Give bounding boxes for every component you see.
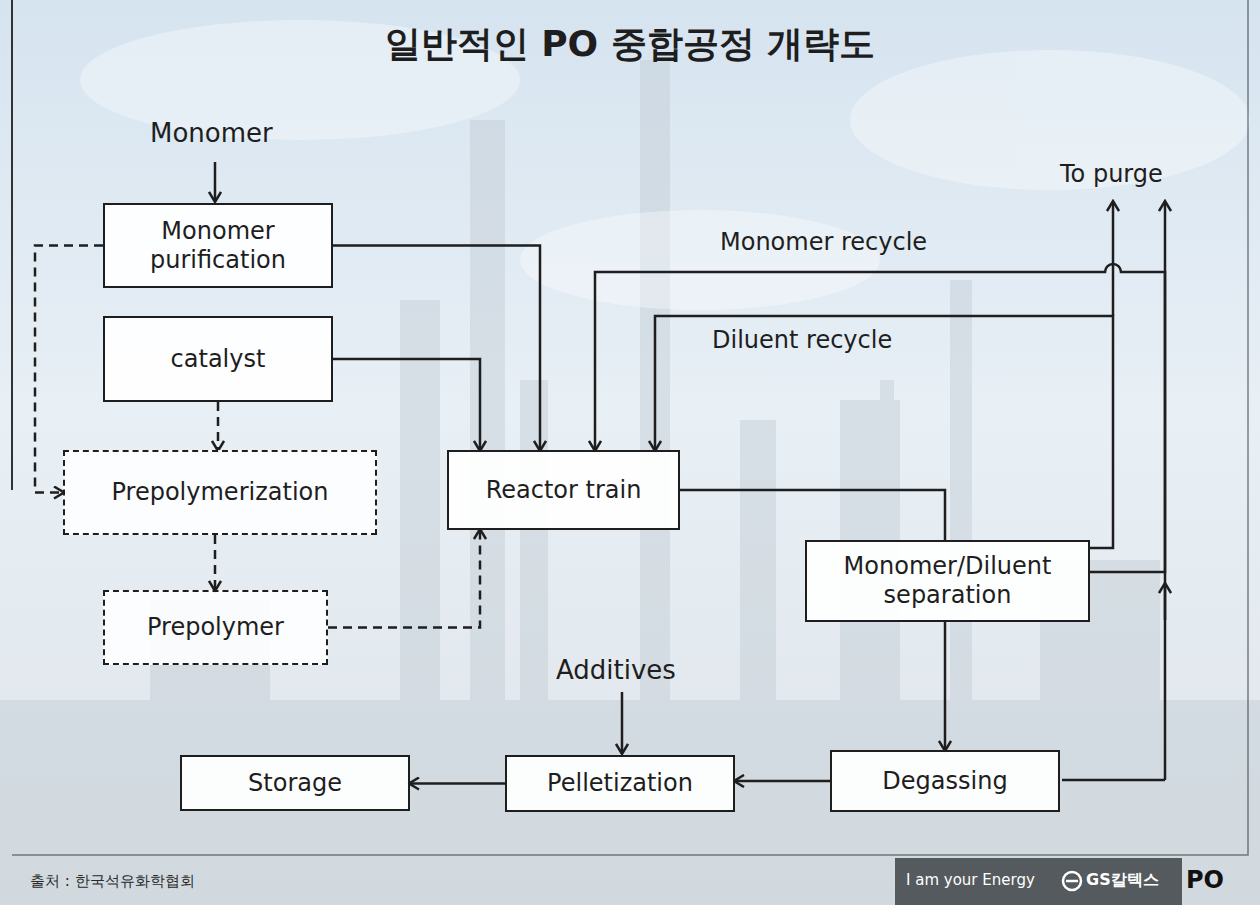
process-box: Storage [180, 755, 410, 811]
optional-process-box: Prepolymerization [63, 450, 377, 535]
box-text: Storage [248, 769, 342, 798]
watermark-text: PO [1186, 866, 1224, 895]
recycle-label: Monomer recycle [720, 228, 927, 257]
box-text: Degassing [882, 767, 1007, 796]
flow-arrow [333, 359, 480, 450]
process-box: Degassing [830, 750, 1060, 812]
separation-box: Monomer/Diluent separation [805, 540, 1090, 622]
recycle-label: Diluent recycle [712, 326, 892, 355]
flow-arrow [944, 622, 947, 750]
input-label: Monomer [150, 118, 273, 149]
box-text: catalyst [171, 345, 266, 374]
box-text: Prepolymer [147, 613, 284, 642]
box-text: Reactor train [486, 476, 642, 505]
flow-arrow [680, 490, 945, 540]
optional-flow-arrow [214, 535, 217, 590]
reactor-box: Reactor train [447, 450, 680, 530]
source-caption: 출처 : 한국석유화학협회 [30, 872, 195, 890]
input-label: Additives [556, 655, 676, 686]
flow-arrow [655, 316, 1113, 548]
flow-arrow [735, 780, 830, 783]
flow-arrow [595, 264, 1165, 572]
optional-flow-arrow [328, 530, 480, 628]
flow-arrow [410, 782, 505, 785]
box-text: Pelletization [547, 769, 693, 798]
watermark-logo: GS칼텍스 [1086, 870, 1159, 889]
box-text: Prepolymerization [112, 478, 329, 507]
process-box: Monomer purification [103, 203, 333, 288]
box-text: Monomer/Diluent separation [819, 552, 1076, 610]
optional-flow-arrow [217, 402, 220, 450]
flow-arrow [333, 246, 540, 451]
optional-process-box: Prepolymer [103, 590, 328, 665]
box-text: Monomer purification [117, 217, 319, 275]
process-box: Pelletization [505, 755, 735, 812]
purge-label: To purge [1060, 160, 1163, 189]
diagram-title: 일반적인 PO 중합공정 개략도 [385, 22, 876, 65]
process-box: catalyst [103, 316, 333, 402]
watermark-slogan: I am your Energy [906, 871, 1035, 889]
